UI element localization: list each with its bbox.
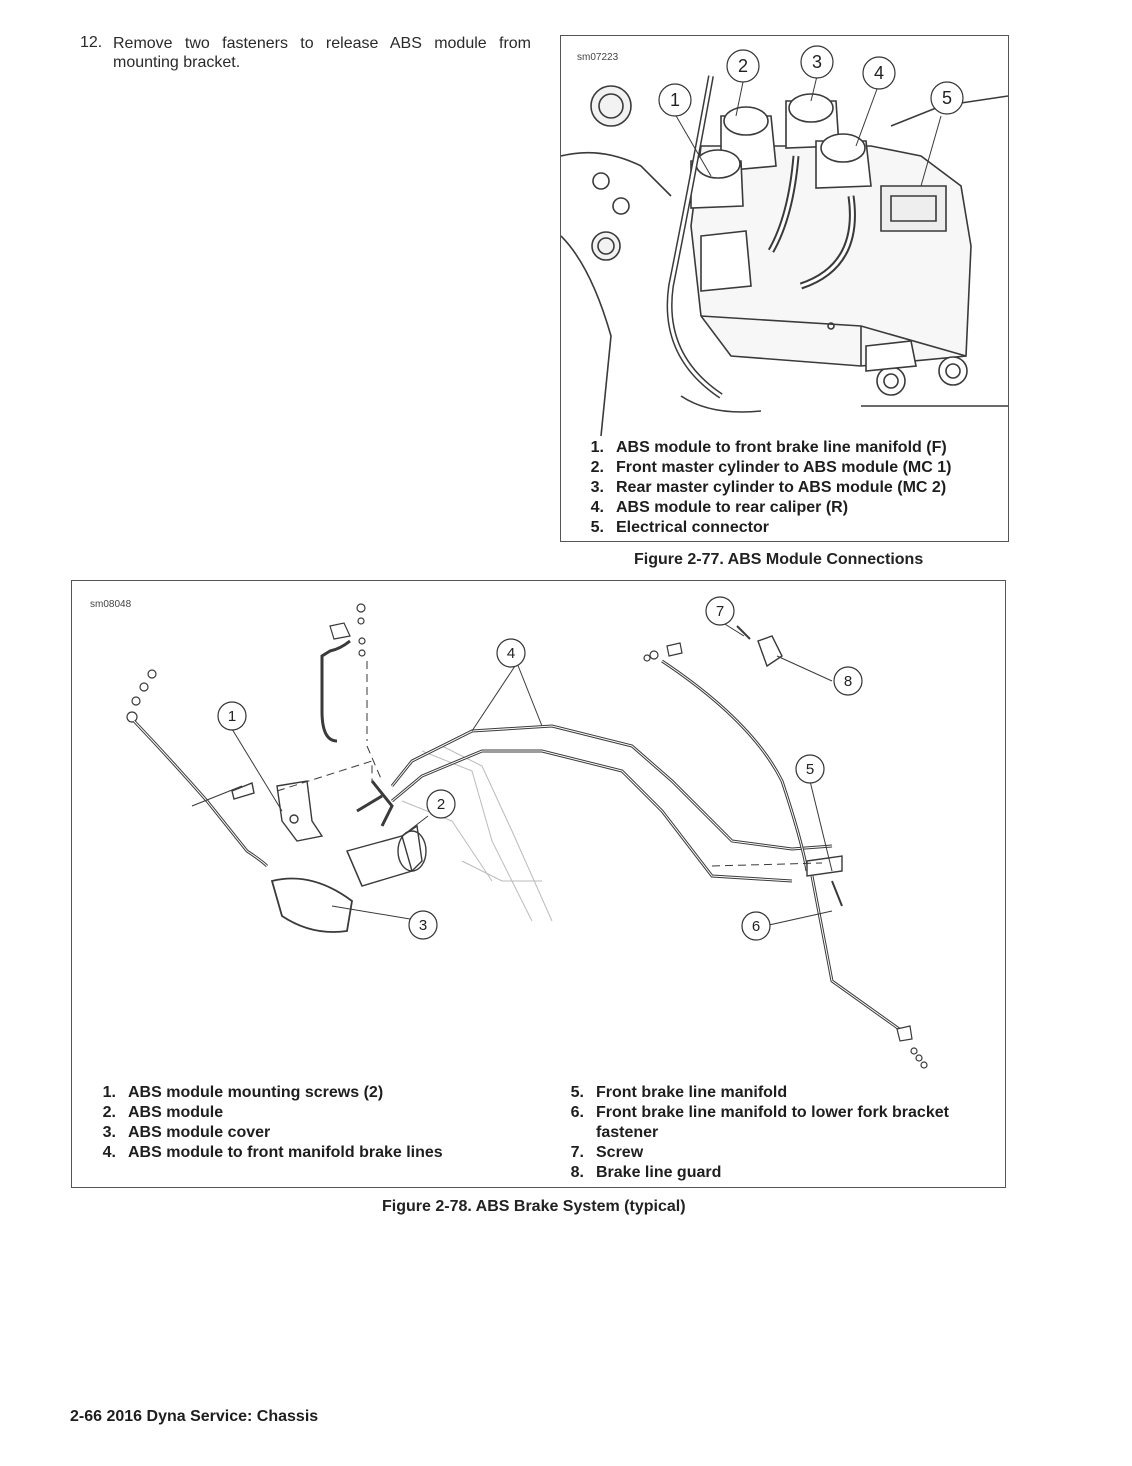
figure-78-caption: Figure 2-78. ABS Brake System (typical) xyxy=(382,1198,686,1215)
fig78-callout-4: 4 xyxy=(507,645,515,662)
figure-77-id: sm07223 xyxy=(577,52,619,63)
fig78-callout-6: 6 xyxy=(752,918,760,935)
step-instruction: Remove two fasteners to release ABS modu… xyxy=(113,35,531,71)
fig78-callout-3: 3 xyxy=(419,917,427,934)
fig77-callout-2: 2 xyxy=(738,56,748,76)
figure-77-legend: 1.ABS module to front brake line manifol… xyxy=(561,438,1008,538)
legend-item: 6.Front brake line manifold to lower for… xyxy=(570,1104,949,1141)
fig77-callout-1: 1 xyxy=(670,90,680,110)
legend-item: 7.Screw xyxy=(570,1144,644,1161)
figure-78-id: sm08048 xyxy=(90,599,132,610)
legend-item: 5.Front brake line manifold xyxy=(570,1084,788,1101)
legend-item: 3.Rear master cylinder to ABS module (MC… xyxy=(590,479,947,496)
legend-item: 3.ABS module cover xyxy=(102,1124,271,1141)
fig78-callout-8: 8 xyxy=(844,673,852,690)
legend-item: 2.ABS module xyxy=(102,1104,224,1121)
figure-78-legend-right: 5.Front brake line manifold 6.Front brak… xyxy=(538,1083,978,1183)
figure-78-legend-left: 1.ABS module mounting screws (2) 2.ABS m… xyxy=(72,1083,532,1163)
legend-item: 2.Front master cylinder to ABS module (M… xyxy=(590,459,952,476)
legend-item: 5.Electrical connector xyxy=(590,519,769,536)
fig78-callout-5: 5 xyxy=(806,761,814,778)
figure-78-box: sm08048 xyxy=(71,580,1006,1188)
fig78-callout-2: 2 xyxy=(437,796,445,813)
step-number: 12. xyxy=(80,34,103,51)
figure-77-box: sm07223 xyxy=(560,35,1009,542)
legend-item: 1.ABS module to front brake line manifol… xyxy=(590,439,947,456)
fig77-callout-3: 3 xyxy=(812,52,822,72)
figure-77-caption: Figure 2-77. ABS Module Connections xyxy=(634,551,924,568)
fig77-callout-4: 4 xyxy=(874,63,884,83)
figure-78-illustration: 1 2 3 4 5 6 7 8 xyxy=(126,596,928,1069)
fig77-callout-5: 5 xyxy=(942,88,952,108)
legend-item: 4.ABS module to rear caliper (R) xyxy=(590,499,849,516)
fig78-callout-1: 1 xyxy=(228,708,236,725)
legend-item: 8.Brake line guard xyxy=(570,1164,722,1181)
figure-77-illustration: 1 2 3 4 5 xyxy=(561,45,1008,436)
page-footer: 2-66 2016 Dyna Service: Chassis xyxy=(70,1408,319,1425)
legend-item: 1.ABS module mounting screws (2) xyxy=(102,1084,384,1101)
legend-item: 4.ABS module to front manifold brake lin… xyxy=(102,1144,443,1161)
fig78-callout-7: 7 xyxy=(716,603,724,620)
